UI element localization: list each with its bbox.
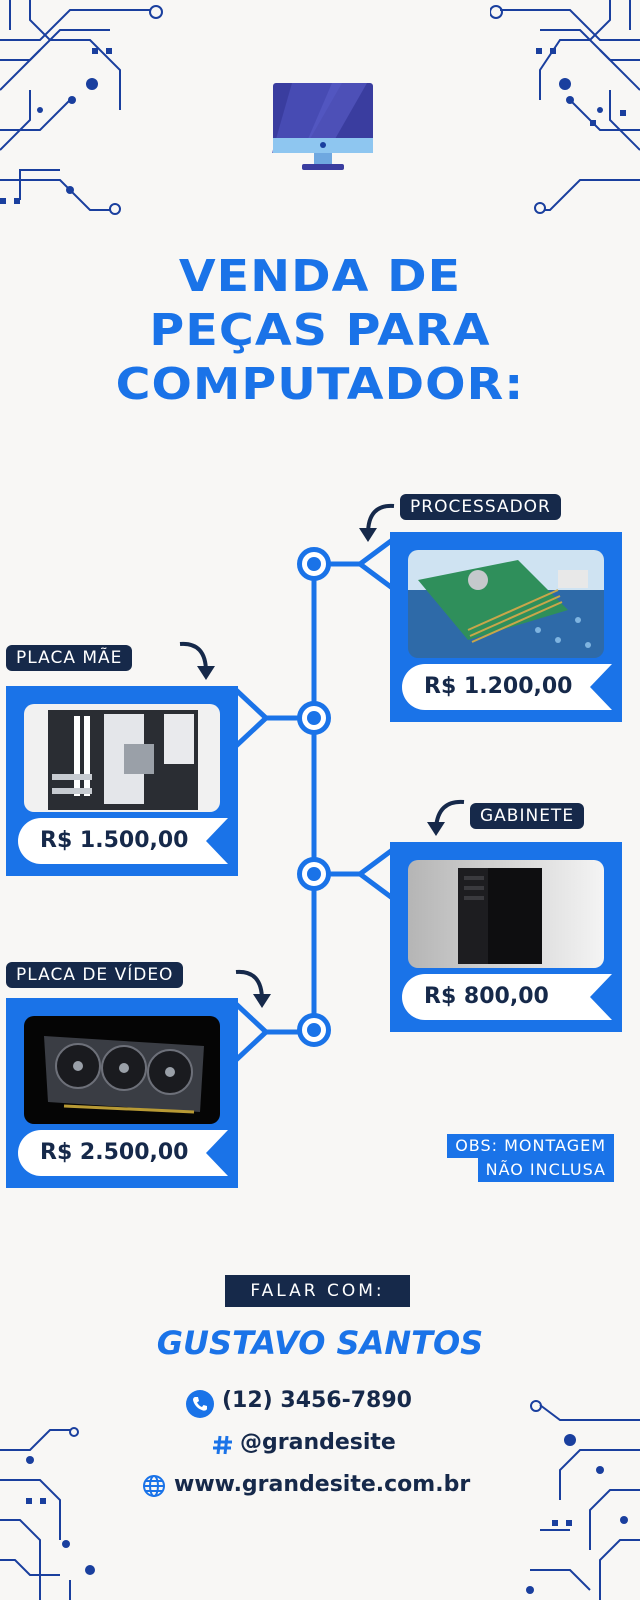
page-title: VENDA DE PEÇAS PARA COMPUTADOR: (0, 250, 640, 412)
product-photo-placa-de-video (24, 1016, 220, 1124)
circuit-decoration-bottom-left (0, 1427, 95, 1600)
product-photo-placa-mae (24, 704, 220, 812)
observation-line-2: NÃO INCLUSA (477, 1158, 614, 1182)
title-line-1: VENDA DE (178, 251, 462, 302)
globe-icon (143, 1475, 165, 1497)
contact-name: GUSTAVO SANTOS (156, 1324, 484, 1362)
product-photo-processador (408, 550, 604, 658)
curved-arrow-icon (235, 969, 271, 1008)
observation-line-1: OBS: MONTAGEM (447, 1134, 614, 1158)
circuit-decoration-top-left (0, 0, 163, 215)
product-price-processador: R$ 1.200,00 (402, 664, 612, 710)
product-card-processador[interactable]: R$ 1.200,00 (390, 532, 622, 722)
product-price-placa-mae: R$ 1.500,00 (18, 818, 228, 864)
curved-arrow-icon (427, 799, 465, 836)
contact-social[interactable]: @grandesite (240, 1430, 396, 1455)
curved-arrow-icon (359, 503, 395, 542)
product-label-gabinete: GABINETE (470, 803, 585, 829)
product-card-placa-mae[interactable]: R$ 1.500,00 (6, 686, 238, 876)
timeline-node-2 (297, 701, 331, 735)
timeline-node-3 (297, 857, 331, 891)
contact-heading: FALAR COM: (225, 1275, 410, 1307)
product-card-gabinete[interactable]: R$ 800,00 (390, 842, 622, 1032)
product-price-gabinete: R$ 800,00 (402, 974, 612, 1020)
circuit-decoration-bottom-right (526, 1400, 640, 1600)
contact-phone[interactable]: (12) 3456-7890 (222, 1388, 412, 1413)
curved-arrow-icon (179, 641, 215, 680)
contact-website[interactable]: www.grandesite.com.br (174, 1472, 471, 1497)
product-photo-gabinete (408, 860, 604, 968)
product-price-placa-de-video: R$ 2.500,00 (18, 1130, 228, 1176)
monitor-icon (272, 83, 373, 170)
phone-icon (186, 1390, 214, 1418)
timeline-node-4 (297, 1013, 331, 1047)
timeline-connector (234, 535, 397, 1062)
hashtag-icon (213, 1435, 232, 1455)
title-line-2: PEÇAS PARA (149, 305, 491, 356)
title-line-3: COMPUTADOR: (115, 359, 525, 410)
product-card-placa-de-video[interactable]: R$ 2.500,00 (6, 998, 238, 1188)
product-label-placa-mae: PLACA MÃE (6, 645, 133, 671)
product-label-processador: PROCESSADOR (400, 494, 561, 520)
circuit-decoration-top-right (490, 0, 640, 214)
product-label-placa-de-video: PLACA DE VÍDEO (6, 962, 184, 988)
observation-note: OBS: MONTAGEM NÃO INCLUSA (447, 1134, 614, 1182)
timeline-node-1 (297, 547, 331, 581)
